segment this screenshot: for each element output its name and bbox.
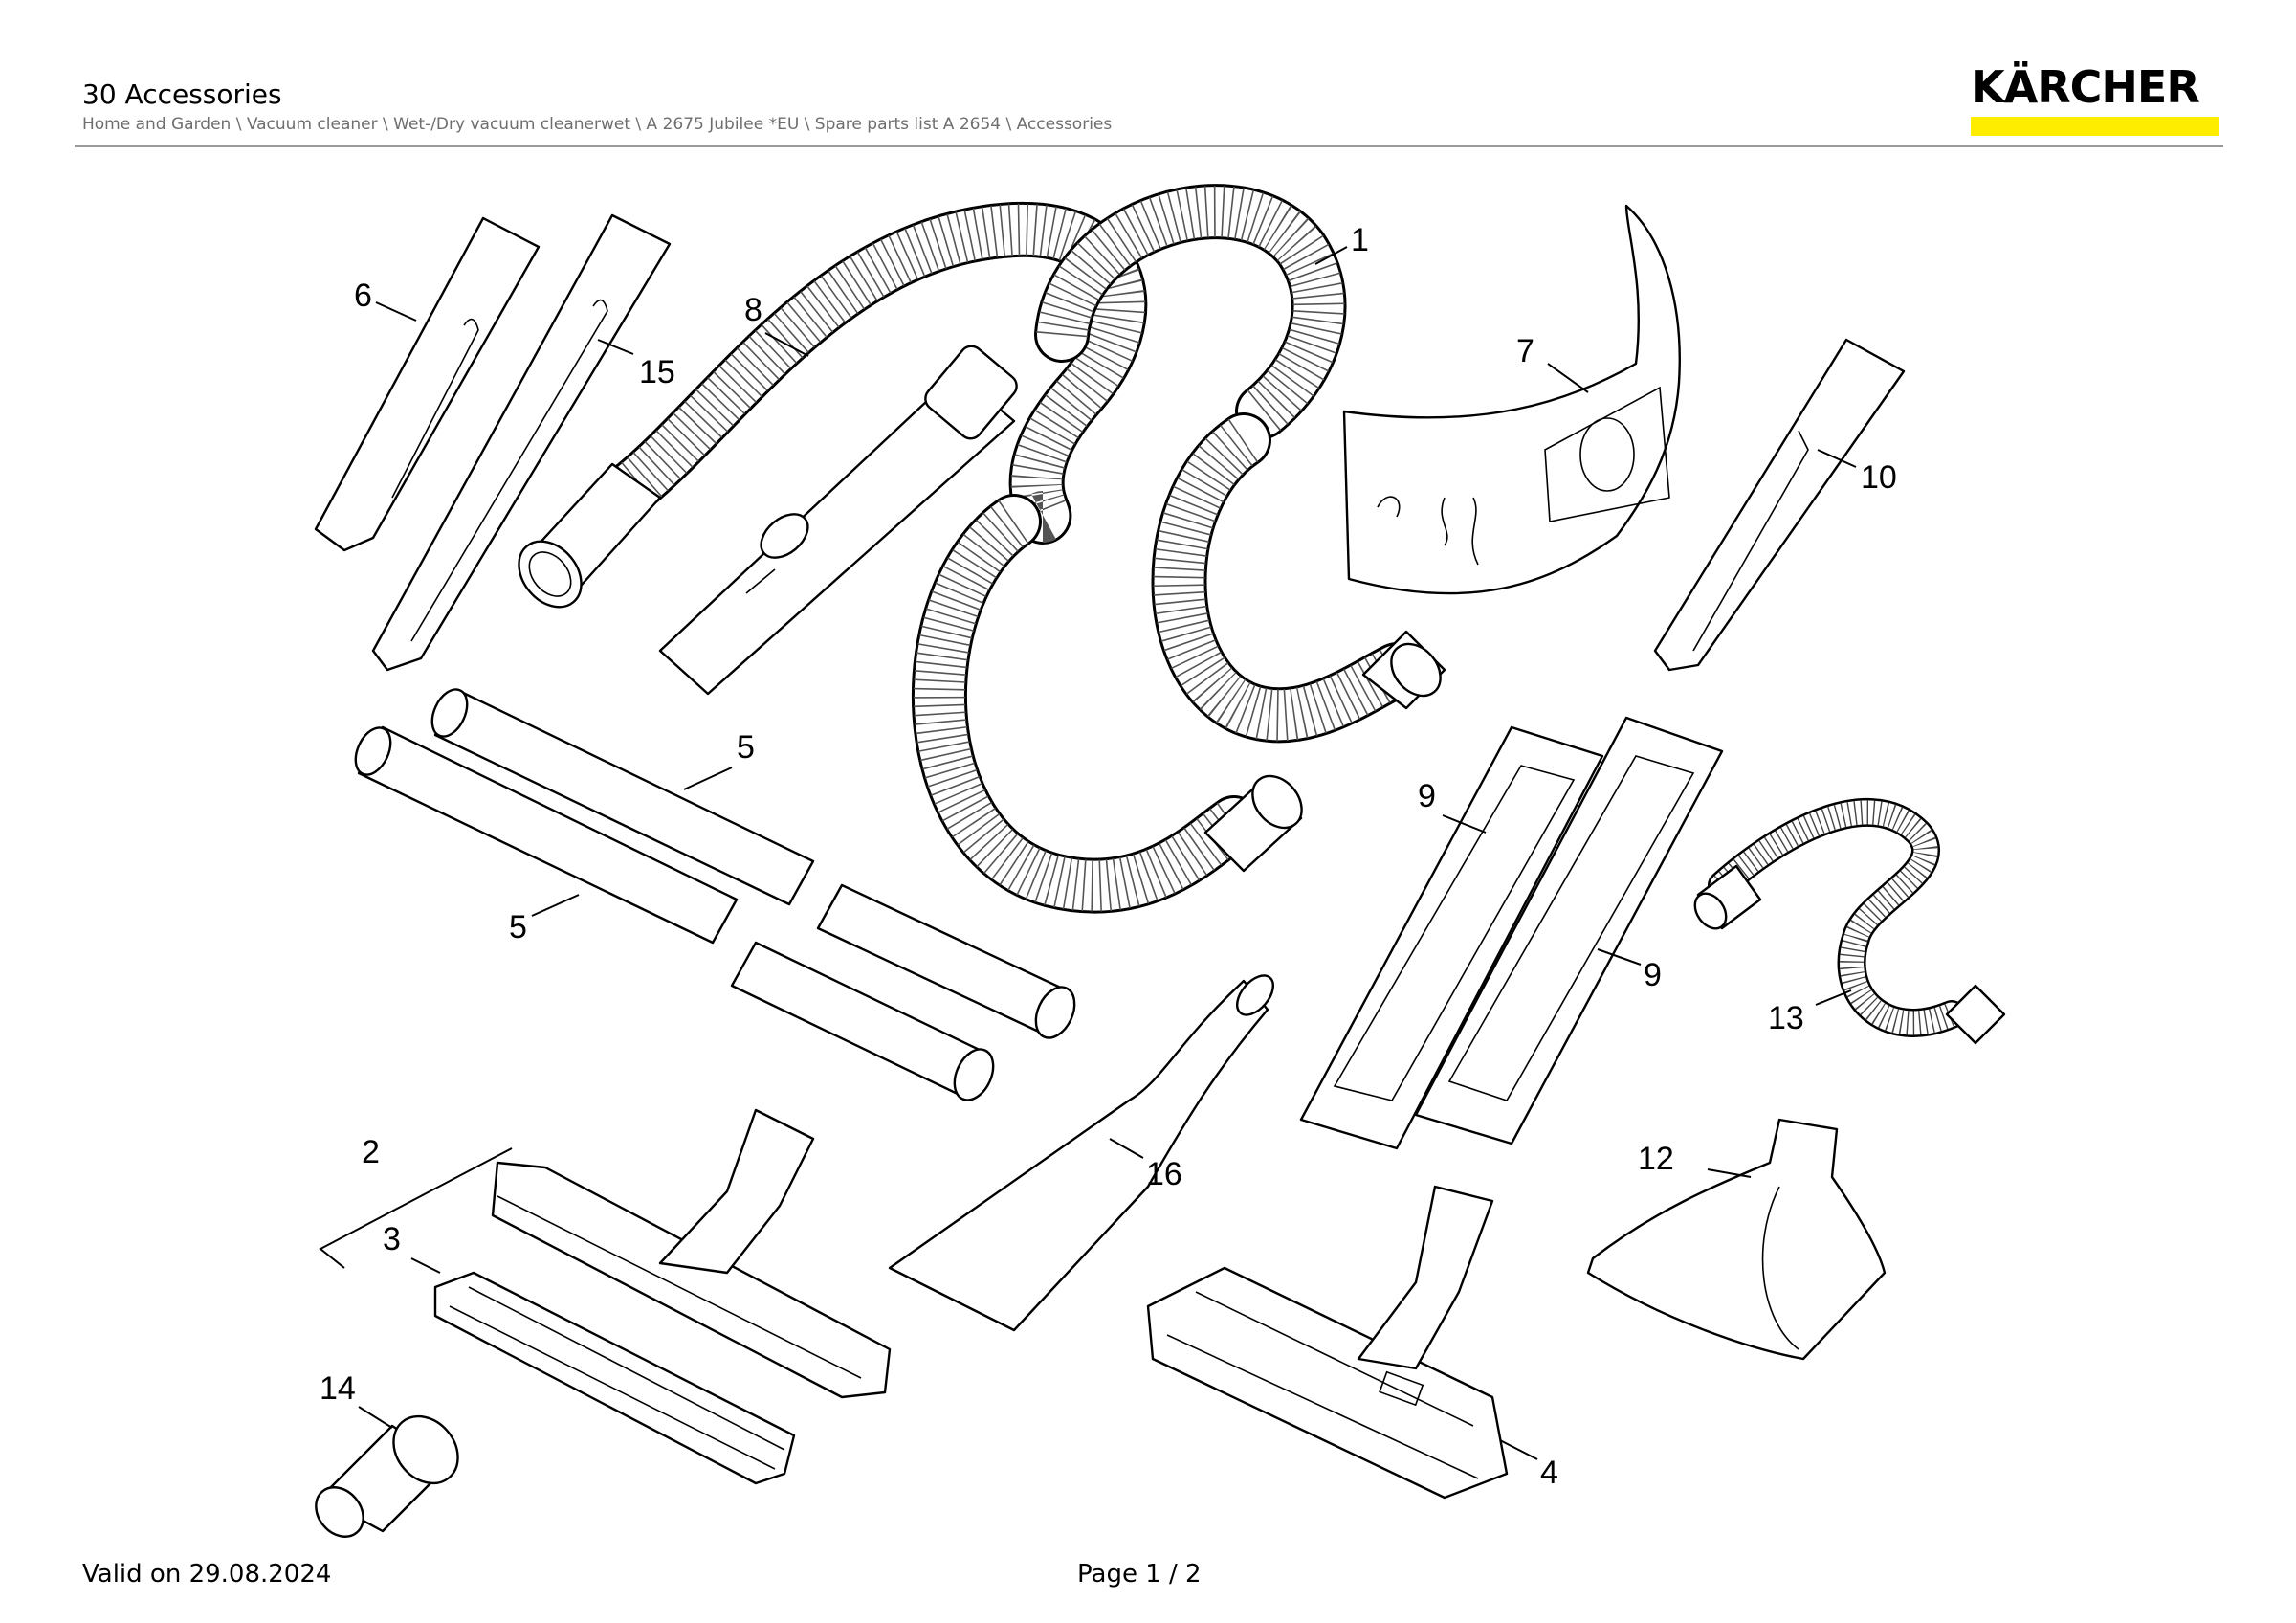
part-16-upholstery-nozzle [888,974,1274,1332]
part-6-crevice-nozzle [314,216,541,552]
callout-14: 14 [320,1370,356,1407]
part-2-floor-nozzle [491,1108,892,1399]
part-7-filter-bag [1342,204,1681,595]
part-8-suction-hose-assembly [518,184,1446,914]
part-9-squeegee-strips [1299,716,1724,1150]
karcher-logo: KÄRCHER [1971,61,2219,138]
part-4-floor-nozzle-switch [1146,1185,1509,1500]
callout-2: 2 [362,1134,380,1170]
callout-12: 12 [1638,1141,1674,1177]
callout-8: 8 [744,292,762,328]
callout-5b: 5 [509,909,527,945]
callout-7: 7 [1516,333,1534,369]
callout-10: 10 [1861,459,1897,496]
breadcrumb[interactable]: Home and Garden \ Vacuum cleaner \ Wet-/… [82,115,1113,134]
callout-leaders [358,246,1857,1460]
callout-15: 15 [639,354,675,390]
header-divider [75,145,2223,147]
callout-labels: 1 2 3 4 5 5 6 7 8 9 9 10 12 13 14 15 16 [320,222,1897,1491]
bracket-2-3 [319,1147,513,1269]
part-15-long-crevice-nozzle [371,213,672,672]
callout-4: 4 [1540,1455,1558,1491]
part-10-crevice-nozzle [1653,338,1906,672]
part-5-extension-tubes [354,688,1076,1101]
callout-6: 6 [354,278,372,314]
page-title: 30 Accessories [82,78,282,110]
logo-wordmark: KÄRCHER [1971,61,2200,113]
part-12-upholstery-tool [1586,1118,1887,1361]
part-3-nozzle-insert [433,1271,796,1485]
callout-16: 16 [1146,1156,1182,1192]
callout-1: 1 [1351,222,1369,258]
callout-3: 3 [383,1221,401,1257]
page-number: Page 1 / 2 [1077,1560,1202,1589]
part-14-adapter [315,1414,459,1538]
validity-date: Valid on 29.08.2024 [82,1560,332,1589]
callout-5a: 5 [737,729,755,766]
callout-13: 13 [1768,1000,1804,1036]
logo-yellow-bar [1971,117,2219,136]
callout-9a: 9 [1418,778,1436,814]
callout-9b: 9 [1644,957,1662,993]
part-13-flexible-hose [1693,798,2006,1045]
